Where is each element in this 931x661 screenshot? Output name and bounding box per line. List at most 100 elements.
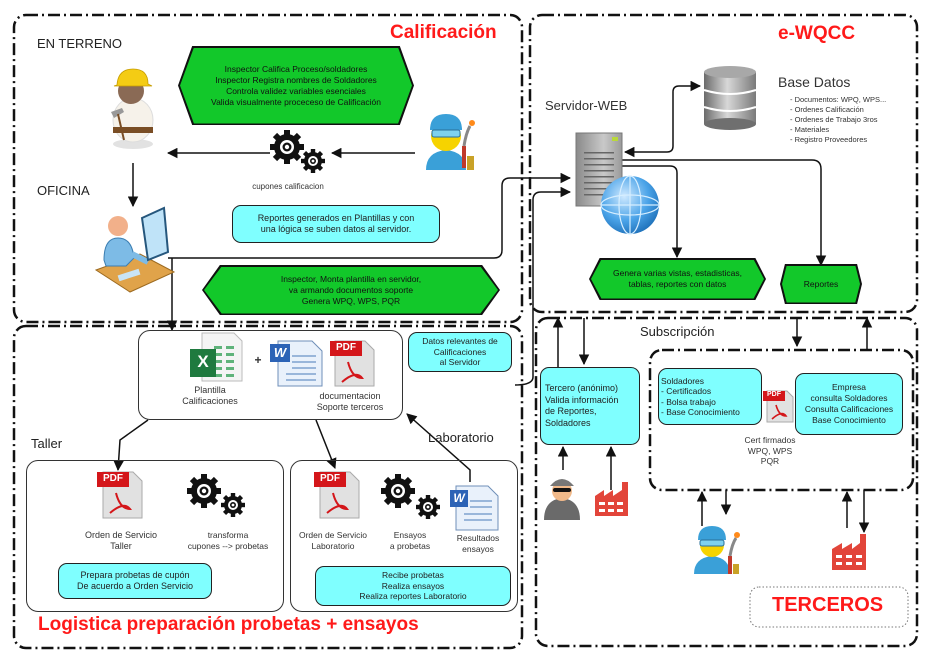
docs-caption: documentacion Soporte terceros bbox=[300, 391, 400, 413]
lab-task-line: Realiza ensayos bbox=[381, 580, 445, 591]
pdf-badge-templates: PDF bbox=[336, 342, 356, 353]
welder-icon bbox=[426, 114, 475, 170]
region-terceros-border bbox=[534, 316, 919, 648]
excel-caption-line: Calificaciones bbox=[182, 396, 238, 406]
reports-box: Reportes bbox=[782, 265, 860, 303]
certificates-caption-line: PQR bbox=[760, 456, 780, 466]
arrow-server-to-views bbox=[622, 165, 683, 259]
anonymous-line: Tercero (anónimo) bbox=[545, 383, 619, 393]
region-logistica-border bbox=[12, 324, 524, 650]
anonymous-line: Soldadores bbox=[545, 417, 591, 428]
excel-caption: Plantilla Calificaciones bbox=[170, 385, 250, 407]
office-worker-icon bbox=[94, 206, 176, 293]
lab-pdf-caption: Orden de Servicio Laboratorio bbox=[296, 530, 370, 552]
welders-service-line: Soldadores bbox=[661, 375, 705, 386]
inspector-template-box: Inspector, Monta plantilla en servidor, … bbox=[204, 266, 498, 314]
views-line: tablas, reportes con datos bbox=[628, 279, 727, 289]
taller-gears-caption-line: transforma bbox=[207, 530, 249, 540]
qualification-line: Valida visualmente proceceso de Califica… bbox=[211, 96, 381, 107]
qualification-process-box: Inspector Califica Proceso/soldadores In… bbox=[180, 47, 412, 124]
arrow-templates-to-server bbox=[514, 186, 572, 386]
pdf-badge-laboratorio: PDF bbox=[320, 473, 340, 484]
database-label: Base Datos bbox=[778, 74, 851, 90]
zone-label-laboratorio: Laboratorio bbox=[428, 430, 494, 445]
region-title-terceros: TERCEROS bbox=[772, 594, 884, 616]
docs-caption-line: documentacion bbox=[319, 391, 381, 401]
views-box: Genera varias vistas, estadisticas, tabl… bbox=[591, 259, 764, 299]
reports-upload-line: una lógica se suben datos al servidor. bbox=[260, 224, 412, 234]
reports-upload-box: Reportes generados en Plantillas y con u… bbox=[232, 205, 440, 243]
taller-task-line: Prepara probetas de cupón bbox=[80, 569, 190, 580]
pdf-icon-laboratorio bbox=[314, 471, 360, 519]
templates-box bbox=[138, 330, 403, 420]
taller-pdf-caption-line: Taller bbox=[110, 541, 132, 551]
docs-caption-line: Soporte terceros bbox=[316, 402, 384, 412]
arrow-lab-results-to-templates bbox=[406, 413, 471, 482]
database-item: - Ordenes Calificación bbox=[790, 105, 864, 114]
taller-box bbox=[26, 460, 284, 612]
welders-service-line: - Base Conocimiento bbox=[661, 407, 740, 417]
qualification-line: Inspector Califica Proceso/soldadores bbox=[224, 63, 368, 74]
arrow-server-db bbox=[623, 80, 702, 158]
lab-task-line: Realiza reportes Laboratorio bbox=[359, 591, 467, 602]
zone-label-taller: Taller bbox=[31, 436, 63, 451]
lab-pdf-caption-line: Orden de Servicio bbox=[298, 530, 368, 540]
reports-upload-line: Reportes generados en Plantillas y con bbox=[257, 212, 415, 223]
anonymous-user-icon bbox=[544, 479, 580, 520]
gears-icon-laboratorio bbox=[381, 474, 440, 519]
excel-caption-line: Plantilla bbox=[194, 385, 226, 395]
database-item: - Ordenes de Trabajo 3ros bbox=[790, 115, 878, 124]
anonymous-validation-box: Tercero (anónimo) Valida información de … bbox=[540, 367, 640, 445]
globe-icon bbox=[600, 175, 660, 235]
laboratorio-box bbox=[290, 460, 518, 612]
taller-gears-caption-line: cupones --> probetas bbox=[187, 541, 269, 551]
company-query-line: Base Conocimiento bbox=[812, 415, 886, 425]
certificates-caption-line: WPQ, WPS bbox=[747, 445, 793, 456]
gears-caption-calificacion: cupones calificacion bbox=[252, 182, 324, 191]
lab-pdf-caption-line: Laboratorio bbox=[311, 541, 355, 551]
arrow-server-to-reports bbox=[622, 159, 827, 267]
zone-label-subscripcion: Subscripción bbox=[640, 324, 715, 339]
company-query-line: Consulta Calificaciones bbox=[804, 404, 894, 414]
database-icon bbox=[703, 66, 757, 130]
company-query-box: Empresa consulta Soldadores Consulta Cal… bbox=[795, 373, 903, 435]
subscription-inner-border bbox=[648, 348, 915, 492]
region-title-logistica: Logistica preparación probetas + ensayos bbox=[38, 614, 419, 635]
pdf-badge-certificados: PDF bbox=[767, 391, 781, 398]
field-inspector-icon bbox=[111, 68, 154, 149]
excel-icon bbox=[190, 332, 243, 382]
word-badge-templates: W bbox=[273, 345, 287, 360]
factory-icon-1 bbox=[595, 482, 628, 516]
word-icon-templates bbox=[270, 340, 323, 387]
upload-data-line: Calificaciones bbox=[433, 346, 487, 357]
zone-label-en-terreno: EN TERRENO bbox=[37, 36, 122, 51]
welders-service-line: - Bolsa trabajo bbox=[661, 396, 716, 407]
company-query-line: consulta Soldadores bbox=[810, 393, 888, 403]
lab-gears-caption-line: Ensayos bbox=[393, 530, 427, 540]
taller-pdf-caption-line: Orden de Servicio bbox=[84, 530, 158, 540]
inspector-template-line: va armando documentos soporte bbox=[288, 284, 414, 295]
zone-label-oficina: OFICINA bbox=[37, 183, 90, 198]
upload-data-line: al Servidor bbox=[439, 357, 481, 368]
inspector-template-line: Inspector, Monta plantilla en servidor, bbox=[280, 273, 422, 284]
anonymous-line: Valida información bbox=[545, 394, 619, 405]
region-calificacion-border bbox=[12, 13, 524, 324]
gears-icon-taller bbox=[187, 474, 245, 517]
inspector-template-line: Genera WPQ, WPS, PQR bbox=[301, 295, 401, 306]
taller-task-line: De acuerdo a Orden Servicio bbox=[76, 581, 194, 591]
region-title-calificacion: Calificación bbox=[390, 22, 497, 43]
gears-icon-calificacion bbox=[270, 130, 325, 173]
terceros-label-border bbox=[749, 586, 909, 628]
certificates-caption-line: Cert firmados bbox=[744, 435, 796, 445]
arrow-office-to-server bbox=[168, 172, 572, 259]
upload-relevant-data-box: Datos relevantes de Calificaciones al Se… bbox=[408, 332, 512, 372]
lab-word-caption: Resultados ensayos bbox=[450, 533, 506, 555]
qualification-line: Inspector Registra nombres de Soldadores bbox=[215, 74, 377, 85]
pdf-icon-taller bbox=[97, 471, 143, 519]
taller-gears-caption: transforma cupones --> probetas bbox=[176, 530, 280, 552]
word-icon-laboratorio bbox=[450, 485, 499, 531]
database-item: - Registro Proveedores bbox=[790, 135, 868, 144]
pdf-badge-taller: PDF bbox=[103, 473, 123, 484]
lab-word-caption-line: Resultados bbox=[456, 533, 500, 543]
